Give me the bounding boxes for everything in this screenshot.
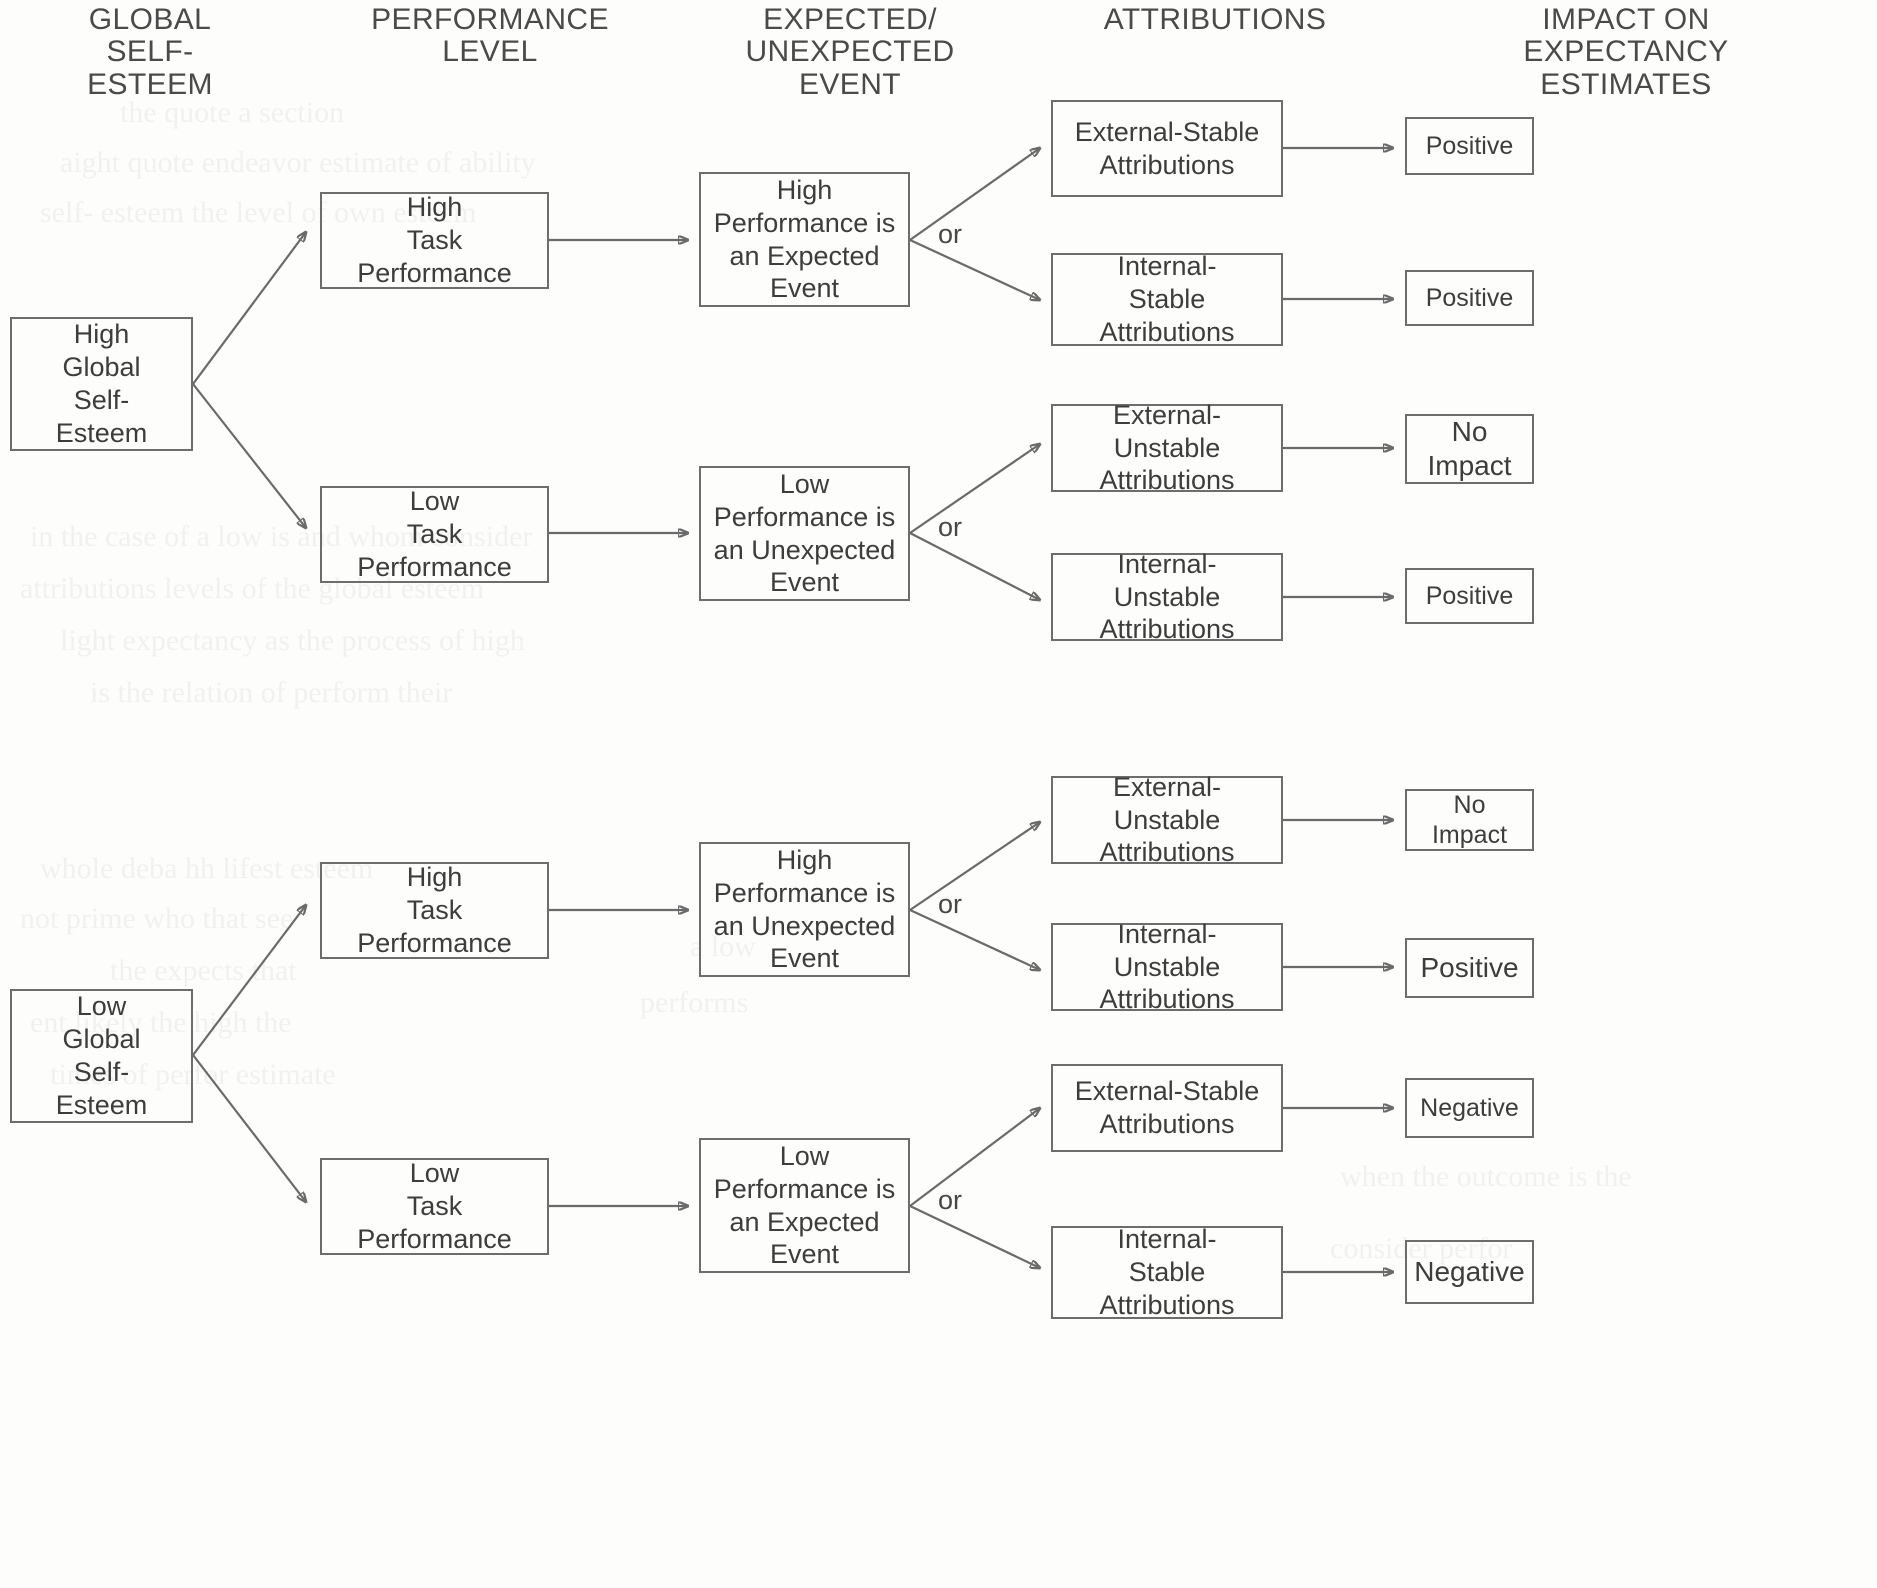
or-label-2: or xyxy=(938,512,963,542)
node-attribution-external-unstable-2[interactable]: External- Unstable Attributions xyxy=(1051,772,1283,867)
column-header-performance-level: PERFORMANCE LEVEL xyxy=(371,3,609,69)
or-label-1: or xyxy=(938,219,963,249)
node-impact-positive-3[interactable]: Positive xyxy=(1405,568,1534,624)
node-high-global-self-esteem[interactable]: High Global Self- Esteem xyxy=(10,317,193,451)
node-impact-no-impact-1[interactable]: No Impact xyxy=(1405,414,1534,484)
scan-bleed-artifact: whole deba hh lifest esteem xyxy=(40,852,374,885)
or-label-4: or xyxy=(938,1185,963,1215)
node-impact-positive-4[interactable]: Positive xyxy=(1405,938,1534,998)
scan-bleed-artifact: consider perfor xyxy=(1330,1232,1513,1265)
node-high-task-performance-2[interactable]: High Task Performance xyxy=(320,862,549,959)
node-attribution-external-stable-2[interactable]: External-Stable Attributions xyxy=(1051,1064,1283,1152)
column-header-impact-on-expectancy-estimates: IMPACT ON EXPECTANCY ESTIMATES xyxy=(1523,3,1729,101)
node-attribution-external-unstable-1[interactable]: External- Unstable Attributions xyxy=(1051,400,1283,495)
node-low-performance-is-unexpected-event[interactable]: Low Performance is an Unexpected Event xyxy=(699,466,910,601)
scan-bleed-artifact: is the relation of perform their xyxy=(90,676,453,709)
or-label-3: or xyxy=(938,889,963,919)
node-attribution-internal-stable-2[interactable]: Internal- Stable Attributions xyxy=(1051,1224,1283,1320)
node-impact-positive-2[interactable]: Positive xyxy=(1405,270,1534,326)
scan-bleed-artifact: light expectancy as the process of high xyxy=(60,624,525,657)
scan-bleed-artifact: attributions levels of the global esteem xyxy=(20,572,485,605)
node-low-global-self-esteem[interactable]: Low Global Self- Esteem xyxy=(10,989,193,1123)
column-header-attributions: ATTRIBUTIONS xyxy=(1103,3,1327,36)
scan-bleed-artifact: the expects that xyxy=(110,954,297,987)
node-impact-no-impact-2[interactable]: No Impact xyxy=(1405,789,1534,851)
node-impact-positive-1[interactable]: Positive xyxy=(1405,117,1534,175)
scan-bleed-artifact: self- esteem the level of own esteem xyxy=(40,196,477,229)
scan-bleed-artifact: performs xyxy=(640,986,749,1019)
node-attribution-internal-unstable-2[interactable]: Internal- Unstable Attributions xyxy=(1051,919,1283,1014)
column-header-global-self-esteem: GLOBAL SELF- ESTEEM xyxy=(87,3,213,101)
scan-bleed-artifact: the quote a section xyxy=(120,96,345,129)
node-high-task-performance-1[interactable]: High Task Performance xyxy=(320,192,549,289)
node-low-performance-is-expected-event[interactable]: Low Performance is an Expected Event xyxy=(699,1138,910,1273)
node-impact-negative-1[interactable]: Negative xyxy=(1405,1078,1534,1138)
node-high-performance-is-expected-event[interactable]: High Performance is an Expected Event xyxy=(699,172,910,307)
column-header-expected-unexpected-event: EXPECTED/ UNEXPECTED EVENT xyxy=(745,3,955,101)
scan-bleed-artifact: when the outcome is the xyxy=(1340,1160,1632,1193)
node-impact-negative-2[interactable]: Negative xyxy=(1405,1240,1534,1304)
node-high-performance-is-unexpected-event[interactable]: High Performance is an Unexpected Event xyxy=(699,842,910,977)
scan-bleed-artifact: not prime who that see xyxy=(20,902,294,935)
scan-bleed-artifact: aight quote endeavor estimate of ability xyxy=(60,146,536,179)
node-low-task-performance-1[interactable]: Low Task Performance xyxy=(320,486,549,583)
node-attribution-external-stable-1[interactable]: External-Stable Attributions xyxy=(1051,100,1283,197)
node-attribution-internal-stable-1[interactable]: Internal- Stable Attributions xyxy=(1051,251,1283,347)
node-low-task-performance-2[interactable]: Low Task Performance xyxy=(320,1158,549,1255)
node-attribution-internal-unstable-1[interactable]: Internal- Unstable Attributions xyxy=(1051,549,1283,644)
